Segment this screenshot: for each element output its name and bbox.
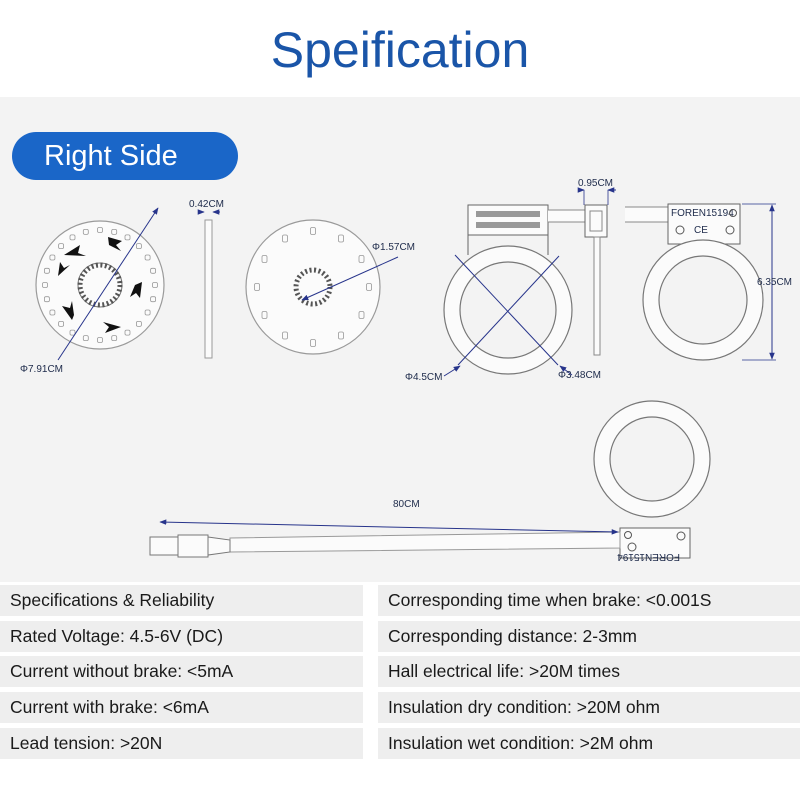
magnet-disc-front (35, 220, 165, 350)
spec-left-3: Current without brake: <5mA (0, 656, 363, 687)
ring-inner-label: Φ3.48CM (558, 370, 601, 381)
magnet-disc-back (245, 219, 381, 355)
mounting-hole (82, 335, 89, 342)
mounting-hole (135, 320, 142, 327)
mounting-hole (97, 337, 103, 343)
cable-length-line (159, 519, 619, 535)
mounting-hole (124, 329, 131, 336)
hub-diameter-label: Φ1.57CM (372, 242, 415, 253)
page-title: Speification (270, 22, 530, 78)
mounting-hole (152, 282, 158, 288)
mounting-hole (358, 255, 365, 263)
mounting-hole (282, 331, 288, 340)
ring-outer-label: Φ4.5CM (405, 372, 442, 383)
spec-left-5: Lead tension: >20N (0, 728, 363, 759)
disc-thickness-label: 0.42CM (189, 199, 224, 210)
mounting-hole (338, 234, 344, 243)
disc-diameter-line (57, 207, 159, 361)
spec-right-1: Corresponding time when brake: <0.001S (378, 585, 800, 616)
spec-right-4: Insulation dry condition: >20M ohm (378, 692, 800, 723)
sensor-side-view (584, 204, 608, 356)
spec-right-3: Hall electrical life: >20M times (378, 656, 800, 687)
mounting-hole (310, 339, 316, 347)
mounting-hole (150, 296, 157, 303)
mounting-hole (58, 243, 64, 250)
spec-right-2: Corresponding distance: 2-3mm (378, 621, 800, 652)
mounting-hole (97, 227, 103, 233)
spec-left-1: Specifications & Reliability (0, 585, 363, 616)
svg-text:CE: CE (694, 225, 708, 236)
spec-left-4: Current with brake: <6mA (0, 692, 363, 723)
rotation-arrows-icon (58, 237, 142, 333)
mounting-hole (49, 254, 56, 261)
svg-text:FOREN15194: FOREN15194 (671, 208, 734, 219)
mounting-hole (310, 227, 316, 235)
mounting-hole (82, 228, 89, 235)
mounting-hole (366, 283, 372, 291)
mounting-hole (135, 243, 142, 250)
mounting-hole (111, 335, 118, 342)
mounting-hole (282, 234, 288, 243)
sensor-with-cable: FOREN15194 (149, 400, 711, 562)
mounting-hole (44, 296, 50, 303)
disc-side-view (204, 219, 213, 359)
mounting-hole (69, 329, 76, 336)
svg-text:FOREN15194: FOREN15194 (617, 551, 680, 562)
mounting-hole (261, 255, 268, 263)
mounting-hole (144, 254, 151, 261)
mounting-hole (42, 282, 48, 288)
mounting-hole (254, 283, 260, 291)
mounting-hole (44, 267, 50, 274)
mounting-hole (261, 311, 268, 319)
mounting-hole (358, 311, 365, 319)
mounting-hole (144, 309, 151, 316)
sensor-ring-back: FOREN15194 CE (625, 203, 764, 361)
disc-diameter-label: Φ7.91CM (20, 364, 63, 375)
section-label-pill: Right Side (12, 132, 238, 180)
spec-left-2: Rated Voltage: 4.5-6V (DC) (0, 621, 363, 652)
mounting-hole (58, 320, 64, 327)
mounting-hole (111, 228, 118, 235)
mounting-hole (49, 309, 56, 316)
mounting-hole (124, 234, 131, 241)
mounting-hole (338, 331, 344, 340)
mounting-hole (69, 234, 76, 241)
sensor-height-label: 6.35CM (757, 277, 792, 288)
hub-diameter-line (301, 256, 399, 301)
cable-length-label: 80CM (393, 499, 420, 510)
mounting-hole (150, 267, 157, 274)
sensor-ring-front (443, 204, 586, 375)
technical-drawing: Φ7.91CM 0.42CM Φ1.57CM Φ4.5CM Φ3.48CM 0.… (20, 178, 792, 562)
sensor-thickness-label: 0.95CM (578, 178, 613, 189)
spec-right-5: Insulation wet condition: >2M ohm (378, 728, 800, 759)
